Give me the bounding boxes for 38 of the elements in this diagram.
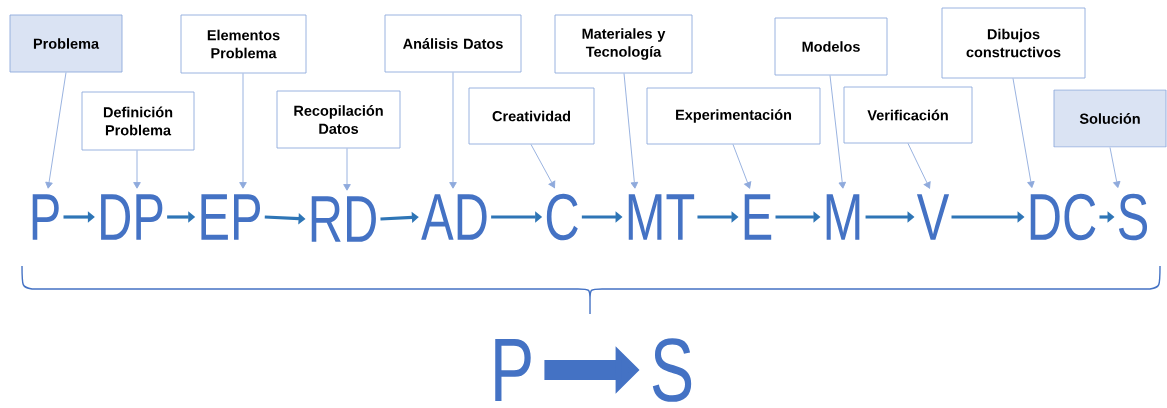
- letter: DP: [101, 194, 163, 240]
- label-box: Modelos: [774, 17, 888, 76]
- leader-arrow: [1012, 78, 1035, 188]
- letter: RD: [311, 196, 376, 242]
- leader-arrow: [623, 73, 639, 189]
- leader-arrow: [449, 72, 457, 189]
- label-box: Verificación: [843, 86, 973, 144]
- label-box: Definición Problema: [81, 91, 195, 151]
- label-box: Dibujos constructivos: [941, 7, 1086, 79]
- label-box: Materiales y Tecnología: [554, 14, 693, 74]
- leader-arrow: [907, 143, 931, 189]
- label-box: Problema: [9, 14, 123, 73]
- leader-arrow: [343, 148, 351, 191]
- label-box: Recopilación Datos: [276, 90, 401, 149]
- leader-arrow: [829, 75, 847, 189]
- letter: AD: [421, 194, 487, 240]
- label-box: Elementos Problema: [180, 14, 307, 74]
- label-box: Solución: [1053, 89, 1167, 148]
- letter: V: [916, 194, 950, 240]
- letter: P: [495, 339, 531, 401]
- letter: E: [744, 194, 772, 240]
- letter: S: [652, 338, 692, 402]
- letter: P: [32, 194, 59, 240]
- leader-arrow: [732, 144, 752, 189]
- label-box: Análisis Datos: [384, 14, 522, 73]
- leader-arrow: [530, 144, 556, 189]
- letter: DC: [1030, 193, 1096, 241]
- letter: MT: [628, 194, 695, 240]
- leader-arrow: [239, 73, 247, 189]
- label-box: Experimentación: [646, 87, 821, 145]
- letter: C: [546, 193, 578, 241]
- letter: M: [826, 194, 860, 240]
- letter: S: [1118, 193, 1148, 241]
- leader-arrow: [45, 72, 67, 189]
- letter: EP: [201, 194, 260, 240]
- leader-arrow: [133, 150, 141, 189]
- label-box: Creatividad: [468, 87, 595, 145]
- leader-arrow: [1109, 147, 1121, 188]
